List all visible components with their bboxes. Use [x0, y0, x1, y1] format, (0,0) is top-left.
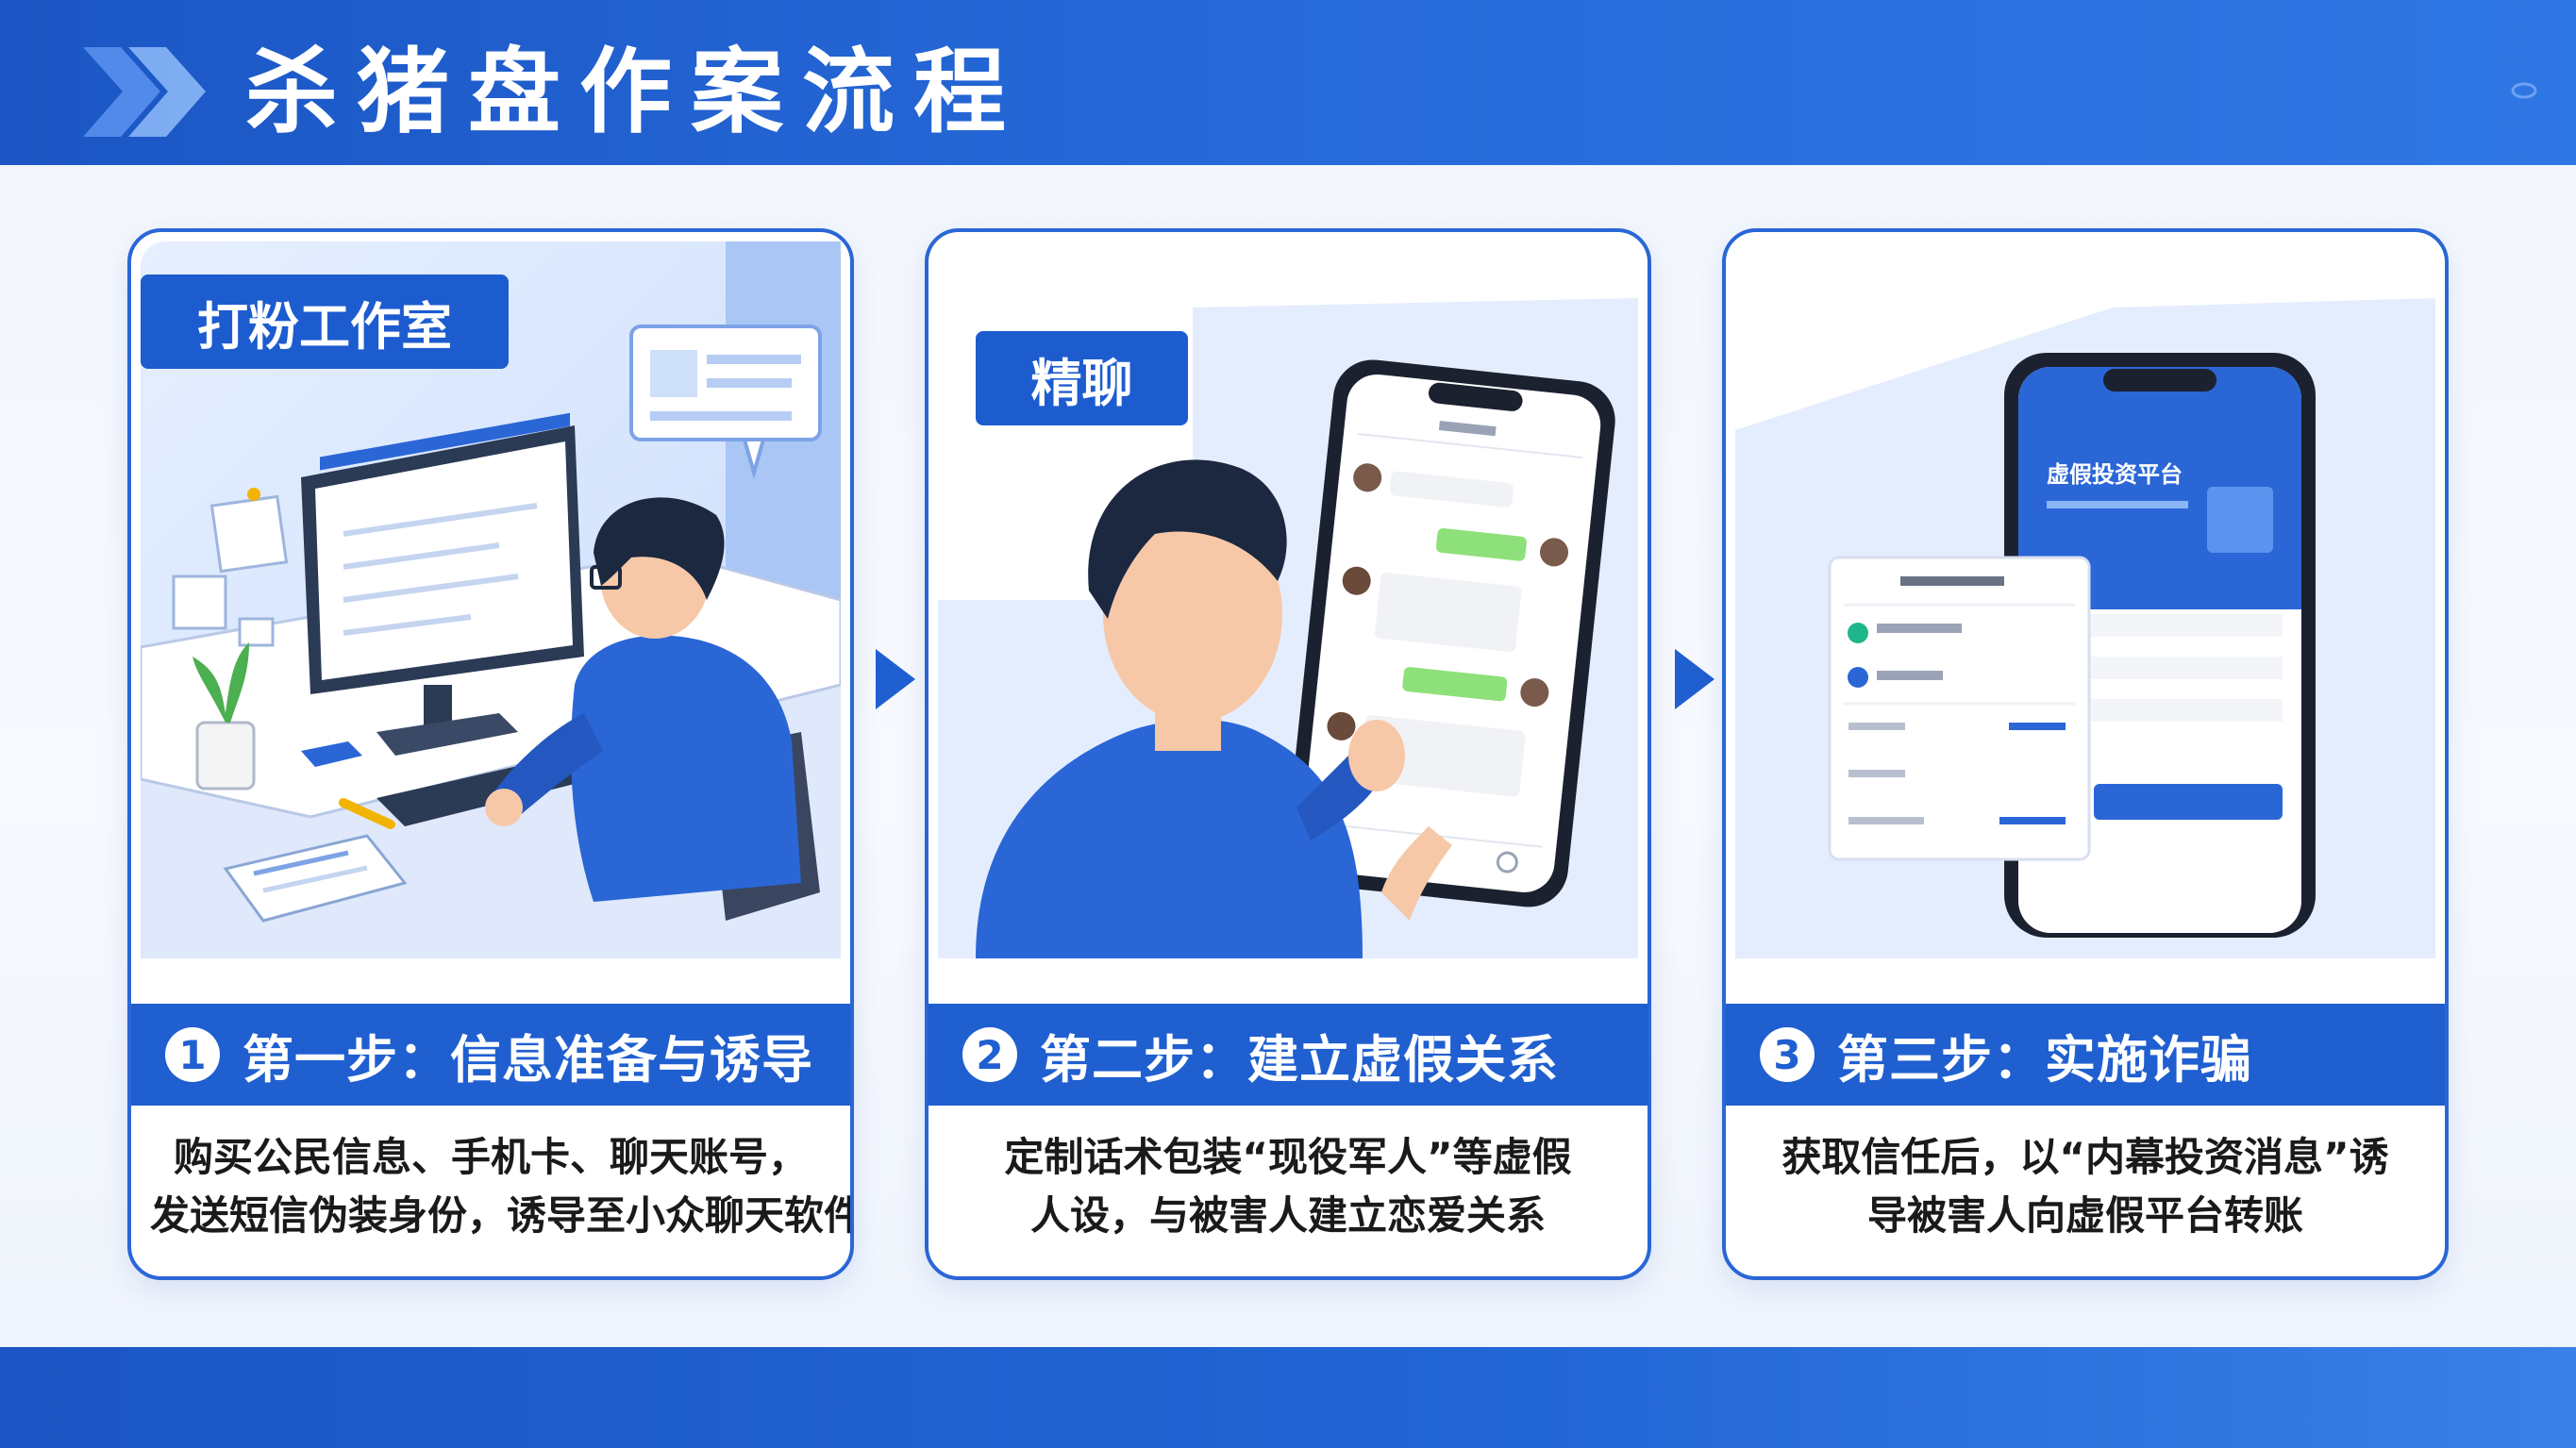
step-band: 1 第一步：信息准备与诱导: [131, 1004, 850, 1106]
step-title: 第三步：实施诈骗: [1837, 1029, 2252, 1090]
desc-line: 获取信任后，以“内幕投资消息”诱: [1781, 1134, 2389, 1180]
desc-line: 购买公民信息、手机卡、聊天账号，: [173, 1134, 808, 1180]
step-card-2: 精聊 2 第二步：建立虚假关系 定制话术包装“现役军人”等虚假 人设，与被害人建…: [925, 228, 1651, 1280]
decorative-dot-icon: [2511, 82, 2537, 99]
step-band: 2 第二步：建立虚假关系: [928, 1004, 1648, 1106]
step-description: 获取信任后，以“内幕投资消息”诱 导被害人向虚假平台转账: [1726, 1128, 2445, 1245]
step-number: 2: [962, 1027, 1017, 1082]
header-bar: 杀猪盘作案流程: [0, 0, 2576, 165]
double-chevron-icon: [83, 47, 206, 137]
step-description: 定制话术包装“现役军人”等虚假 人设，与被害人建立恋爱关系: [928, 1128, 1648, 1245]
step-number: 3: [1760, 1027, 1815, 1082]
phone-screen-title: 虚假投资平台: [2047, 461, 2183, 488]
step-number: 1: [165, 1027, 220, 1082]
office-illustration: [141, 241, 841, 958]
arrow-right-icon: [876, 649, 915, 709]
arrow-right-icon: [1675, 649, 1715, 709]
step-title: 第一步：信息准备与诱导: [243, 1029, 813, 1090]
step-card-1: 打粉工作室 1 第一步：信息准备与诱导 购买公民信息、手机卡、聊天账号， 发送短…: [127, 228, 854, 1280]
step-description: 购买公民信息、手机卡、聊天账号， 发送短信伪装身份，诱导至小众聊天软件: [131, 1128, 850, 1245]
step-tag: 精聊: [976, 331, 1188, 425]
step-tag: 打粉工作室: [141, 275, 509, 369]
desc-line: 定制话术包装“现役军人”等虚假: [1004, 1134, 1572, 1180]
step-title: 第二步：建立虚假关系: [1040, 1029, 1559, 1090]
page-title: 杀猪盘作案流程: [245, 39, 1026, 146]
footer-bar: [0, 1347, 2576, 1448]
fake-platform-illustration: 虚假投资平台: [1735, 241, 2435, 958]
step-band: 3 第三步：实施诈骗: [1726, 1004, 2445, 1106]
desc-line: 人设，与被害人建立恋爱关系: [1029, 1192, 1546, 1239]
desc-line: 导被害人向虚假平台转账: [1866, 1192, 2303, 1239]
step-card-3: 虚假投资平台 3 第三步：实施诈骗 获取信任后，以“内幕投资消息”诱 导被害人向…: [1722, 228, 2449, 1280]
desc-line: 发送短信伪装身份，诱导至小众聊天软件: [150, 1192, 854, 1239]
